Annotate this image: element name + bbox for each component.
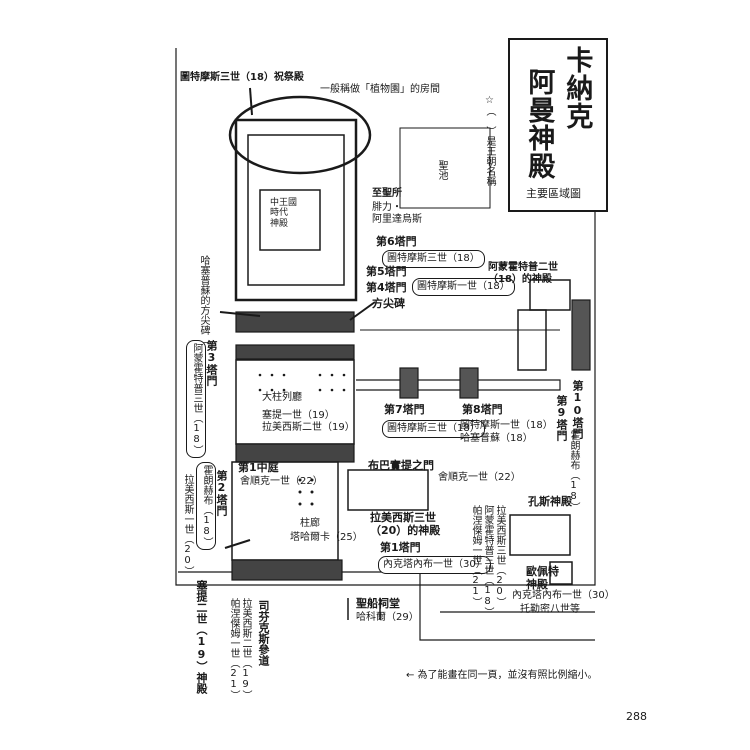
pylon3-block	[235, 344, 355, 360]
pylon1-block	[231, 559, 343, 581]
seti2-label: 塞提二世（19）神殿	[195, 580, 208, 694]
pylon3-builder: 阿蒙霍特普三世（18）	[186, 340, 206, 458]
pylon4-label: 第4塔門	[366, 281, 407, 294]
pylon910-builder: 霍朗赫布（18）	[568, 430, 579, 512]
sphinx-builder1: 拉美西斯二世（19）	[240, 598, 251, 700]
pylon8-label: 第8塔門	[462, 403, 503, 416]
outer-enclosure-wall	[175, 48, 596, 586]
obelisk-label: 方尖碑	[372, 297, 405, 310]
opet-temple	[549, 561, 573, 585]
colonnade-label: 柱廊	[300, 518, 320, 529]
opet-builder2: 托勒密八世等	[520, 604, 580, 615]
botanic-room-label: 一般稱做「植物園」的房間	[320, 84, 440, 95]
pylon2-builder: 霍朗赫布（18）	[196, 462, 216, 550]
title-line2: 阿曼神殿	[523, 68, 555, 180]
sacred-lake	[399, 127, 491, 209]
pylon45-builder: 圖特摩斯一世（18）	[412, 278, 515, 296]
pylon8-builder2: 哈塞普蘇（18）	[460, 433, 533, 444]
festival-hall-label: 圖特摩斯三世（18）祝祭殿	[180, 72, 304, 83]
pylon9-label: 第9塔門	[555, 395, 568, 441]
pylon1-builder: 內克塔內布一世（30）	[378, 556, 491, 574]
taharqa-label: 塔哈爾卡（25）	[290, 532, 363, 543]
pylon2-block	[235, 443, 355, 463]
khonsu-temple	[509, 514, 571, 556]
sphinx-builder2: 帕涅傑姆一世（21）	[228, 598, 239, 700]
middle-kingdom-label: 中王國 時代 神殿	[270, 198, 298, 229]
barque-builder: 哈科爾（29）	[356, 612, 419, 623]
ramesses1-label: 拉美西斯一世（20）	[182, 474, 193, 576]
festival-hall-block	[234, 118, 358, 302]
pylon2-label: 第2塔門	[215, 470, 228, 516]
dynasty-note: ☆（ ）是王朝名稱	[484, 95, 495, 186]
pylon7-label: 第7塔門	[384, 403, 425, 416]
hatshepsut-obelisk-label: 哈塞普蘇的方尖碑（18）	[198, 255, 209, 377]
botanic-room-circle	[228, 95, 372, 175]
amenhotep2-temple	[529, 279, 571, 311]
title-box: 卡納克 阿曼神殿 主要區域圖	[508, 38, 608, 212]
opet-label: 歐佩特神殿	[526, 565, 559, 591]
pylon8-builder1: 圖特摩斯一世（18）	[460, 420, 553, 431]
sanctuary-title: 至聖所	[372, 188, 402, 199]
title-subtitle: 主要區域圖	[526, 187, 581, 200]
pylon3-label: 第3塔門	[205, 340, 218, 386]
barque-label: 聖船祠堂	[356, 597, 400, 610]
hypostyle-builder1: 塞提一世（19）	[262, 410, 335, 421]
page-number: 288	[626, 710, 647, 723]
pylon7-builder: 圖特摩斯三世（18）	[382, 420, 485, 438]
title-line1: 卡納克	[561, 46, 593, 130]
pylon9-10-block	[571, 299, 591, 371]
scale-note: ← 為了能畫在同一頁，並沒有照比例縮小。	[406, 670, 598, 681]
sphinx-label: 司芬克斯參道	[257, 600, 270, 666]
amenhotep2-temple-label: 阿蒙霍特普二世（18）的神殿	[488, 262, 558, 285]
pylon1-label: 第1塔門	[380, 541, 421, 554]
pylon4-5-block	[235, 311, 355, 333]
bubastite-label: 布巴實提之門	[368, 459, 434, 472]
ramesses3-temple-block	[347, 469, 429, 511]
pylon10-label: 第10塔門	[571, 380, 584, 439]
pylon6-builder: 圖特摩斯三世（18）	[382, 250, 485, 268]
hypostyle-builder2: 拉美西斯二世（19）	[262, 422, 355, 433]
court1-label: 第1中庭	[238, 461, 279, 474]
sanctuary-sub: 腓力・ 阿里達烏斯	[372, 202, 422, 225]
sacred-lake-label: 聖池	[436, 160, 447, 180]
pylon8-block	[459, 367, 479, 399]
pylon5-label: 第5塔門	[366, 265, 407, 278]
bubastite-builder: 舍順克一世（22）	[438, 472, 521, 483]
khonsu-builder3: 帕涅傑姆一世（21）	[470, 505, 481, 607]
khonsu-label: 孔斯神殿	[528, 495, 572, 508]
khonsu-builder1: 阿蒙霍特普三世（18）	[482, 505, 493, 617]
opet-builder1: 內克塔內布一世（30）	[512, 590, 615, 601]
pylon7-block	[399, 367, 419, 399]
pylon6-label: 第6塔門	[376, 235, 417, 248]
ramesses3-temple-label: 拉美西斯三世（20）的神殿	[370, 511, 441, 537]
court1-builder: 舍順克一世（22）	[240, 476, 323, 487]
hypostyle-label: 大柱列廳	[262, 392, 302, 403]
khonsu-builder2: 拉美西斯三世（20）	[494, 505, 505, 607]
middle-kingdom-block	[259, 189, 321, 251]
